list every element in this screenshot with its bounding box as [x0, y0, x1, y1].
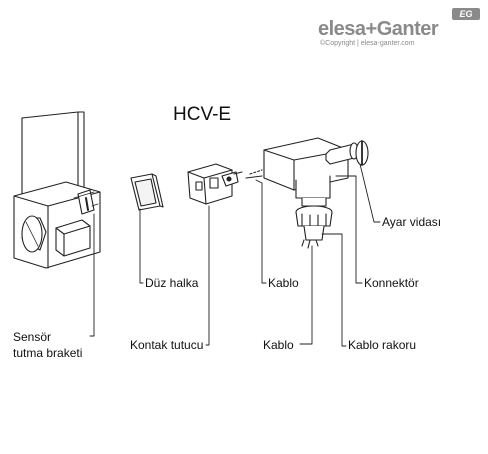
leader-duz-halka	[139, 208, 144, 284]
label-sensor-line2: tutma braketi	[13, 346, 83, 360]
label-kablo-bottom: Kablo	[263, 338, 294, 352]
leader-kontak-tutucu	[205, 205, 210, 346]
label-konnektor: Konnektör	[364, 276, 419, 290]
label-kablo-top: Kablo	[268, 276, 299, 290]
leader-konnektor	[335, 175, 363, 284]
logo-badge: EG	[452, 8, 480, 20]
leader-ayar-vidasi	[359, 163, 381, 223]
label-duz-halka: Düz halka	[145, 276, 199, 290]
label-ayar-vidasi: Ayar vidası	[382, 215, 442, 229]
flat-ring	[130, 173, 164, 211]
leader-kablo-bottom	[299, 245, 313, 345]
logo-copyright: ©Copyright | elesa-ganter.com	[320, 40, 415, 47]
leader-kablo-rakoru	[321, 233, 347, 347]
sensor-bracket	[13, 181, 101, 269]
elesa-ganter-logo: EG elesa+Ganter ©Copyright | elesa-gante…	[318, 8, 482, 48]
logo-wordmark: elesa+Ganter	[318, 18, 439, 40]
leader-lines	[89, 163, 381, 347]
label-kontak-tutucu: Kontak tutucu	[130, 338, 204, 352]
product-title: HCV-E	[173, 104, 232, 125]
leader-kablo-top	[255, 179, 267, 284]
label-sensor-line1: Sensör	[13, 330, 52, 344]
leader-sensor-bracket	[89, 213, 95, 337]
contact-holder	[187, 163, 243, 205]
label-kablo-rakoru: Kablo rakoru	[348, 338, 417, 352]
connector-assembly	[245, 137, 369, 249]
